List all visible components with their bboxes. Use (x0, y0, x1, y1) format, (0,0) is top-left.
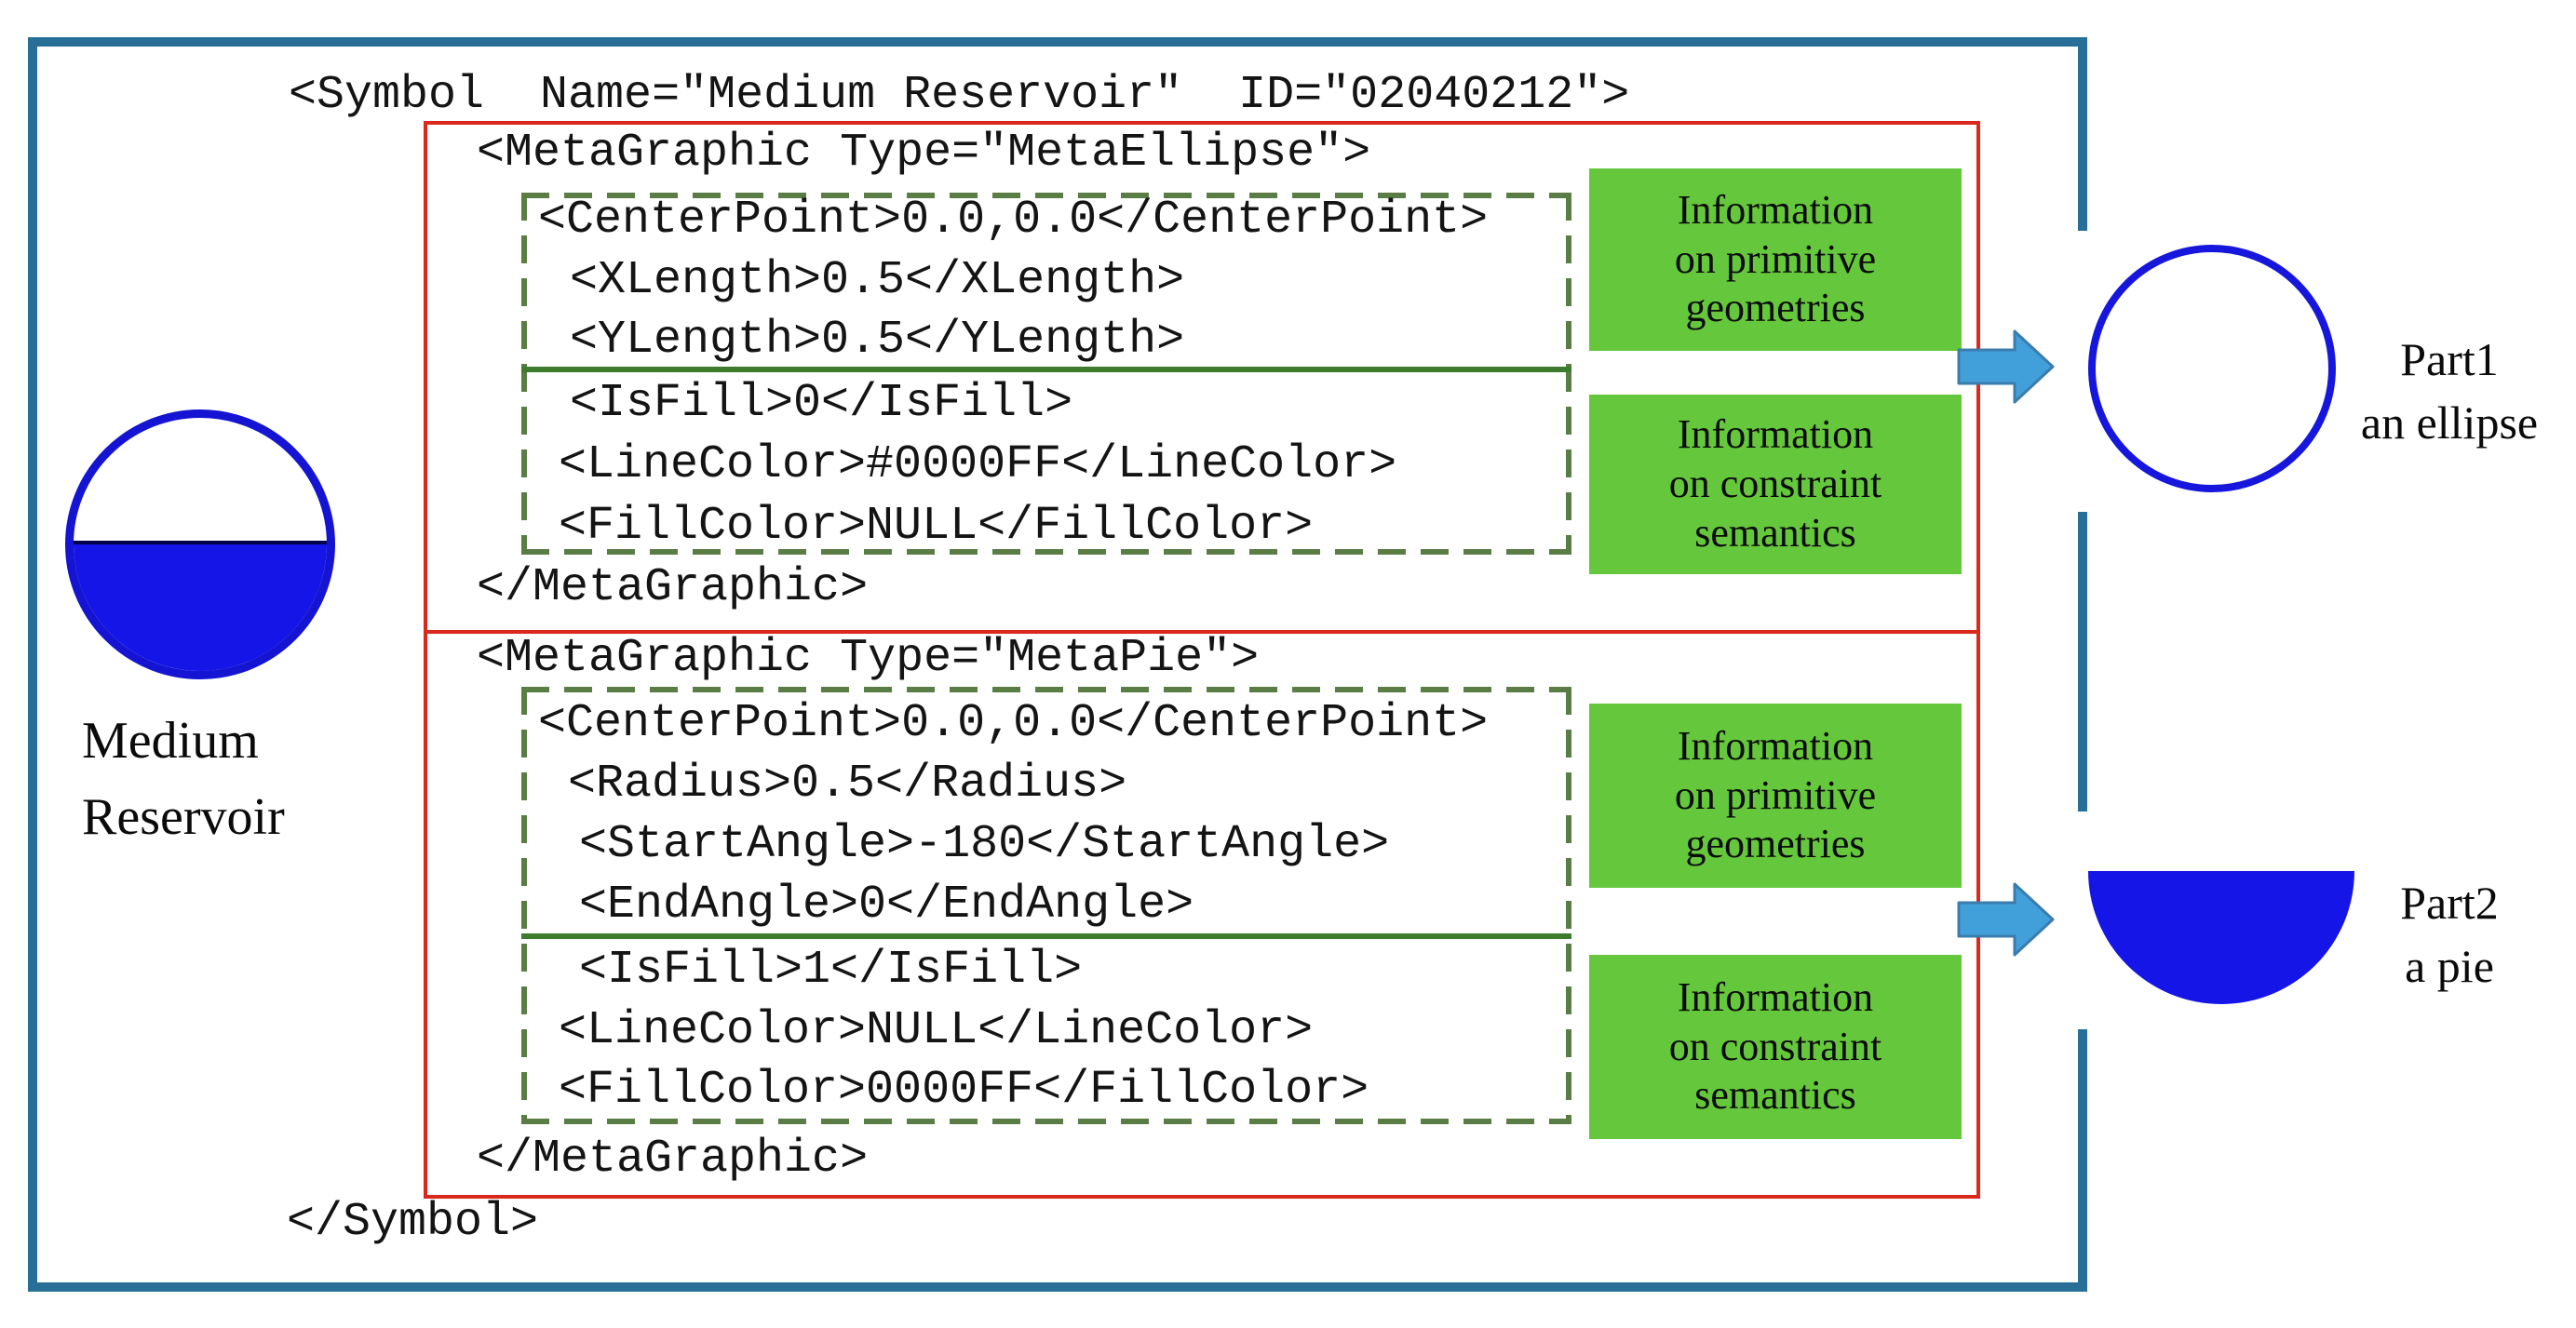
code-ellipse-fillcolor: <FillColor>NULL</FillColor> (559, 500, 1314, 553)
dashed-box-pie-bottom (521, 1119, 1571, 1124)
info-box-line: semantics (1694, 509, 1856, 556)
code-metaellipse-close: </MetaGraphic> (477, 561, 869, 614)
reservoir-label-line2: Reservoir (82, 788, 285, 846)
info-box-line: Information (1677, 973, 1874, 1020)
info-box-pie-semantics: Information on constraint semantics (1589, 955, 1962, 1139)
reservoir-fill (74, 541, 327, 671)
pie-geometry-semantics-divider (521, 933, 1571, 939)
dashed-box-ellipse-right (1566, 193, 1571, 555)
code-ellipse-xlength: <XLength>0.5</XLength> (570, 254, 1185, 307)
dashed-box-ellipse-left (521, 193, 527, 555)
part1-title: Part1 (2400, 333, 2499, 385)
part1-label: Part1 an ellipse (2326, 328, 2573, 454)
arrow-right-icon (1957, 882, 2055, 957)
code-pie-linecolor: <LineColor>NULL</LineColor> (559, 1004, 1314, 1057)
info-box-line: on constraint (1668, 461, 1882, 507)
code-ellipse-centerpoint: <CenterPoint>0.0,0.0</CenterPoint> (538, 194, 1489, 247)
info-box-ellipse-semantics: Information on constraint semantics (1589, 395, 1962, 574)
outer-frame (28, 37, 2087, 1292)
arrow-right-icon (1957, 329, 2055, 404)
info-box-line: Information (1677, 722, 1874, 769)
dashed-box-ellipse-bottom (521, 549, 1571, 555)
code-pie-radius: <Radius>0.5</Radius> (568, 758, 1127, 811)
reservoir-symbol (65, 409, 335, 679)
dashed-box-pie-right (1566, 687, 1571, 1124)
info-box-line: geometries (1685, 821, 1866, 867)
code-metapie-close: </MetaGraphic> (477, 1133, 869, 1186)
ellipse-geometry-semantics-divider (521, 367, 1571, 372)
info-box-pie-geometry: Information on primitive geometries (1589, 704, 1962, 888)
info-box-ellipse-geometry: Information on primitive geometries (1589, 168, 1962, 351)
info-box-line: geometries (1685, 285, 1866, 331)
ellipse-shape (2088, 245, 2336, 492)
code-symbol-close: </Symbol> (287, 1196, 539, 1249)
dashed-box-pie-top (521, 687, 1571, 692)
code-pie-centerpoint: <CenterPoint>0.0,0.0</CenterPoint> (538, 697, 1489, 750)
code-symbol-open: <Symbol Name="Medium Reservoir" ID="0204… (289, 69, 1630, 122)
code-pie-fillcolor: <FillColor>0000FF</FillColor> (559, 1064, 1369, 1117)
pie-shape (2088, 871, 2354, 1004)
part2-title: Part2 (2400, 877, 2499, 929)
code-metaellipse-open: <MetaGraphic Type="MetaEllipse"> (477, 127, 1371, 180)
part1-subtitle: an ellipse (2360, 396, 2539, 449)
reservoir-label: Medium Reservoir (82, 703, 285, 855)
dashed-box-pie-left (521, 687, 527, 1124)
part2-label: Part2 a pie (2326, 871, 2573, 998)
info-box-line: semantics (1694, 1072, 1856, 1119)
info-box-line: on primitive (1674, 235, 1877, 282)
info-box-line: on primitive (1674, 771, 1877, 818)
code-metapie-open: <MetaGraphic Type="MetaPie"> (477, 632, 1260, 685)
info-box-line: Information (1677, 411, 1874, 458)
part2-subtitle: a pie (2405, 940, 2494, 992)
code-ellipse-linecolor: <LineColor>#0000FF</LineColor> (559, 438, 1397, 491)
code-pie-endangle: <EndAngle>0</EndAngle> (579, 879, 1194, 932)
code-ellipse-ylength: <YLength>0.5</YLength> (570, 314, 1185, 367)
dashed-box-ellipse-top (521, 193, 1571, 198)
code-ellipse-isfill: <IsFill>0</IsFill> (570, 377, 1073, 430)
code-pie-isfill: <IsFill>1</IsFill> (579, 944, 1083, 997)
reservoir-label-line1: Medium (82, 712, 259, 770)
info-box-line: Information (1677, 186, 1874, 233)
code-pie-startangle: <StartAngle>-180</StartAngle> (579, 818, 1390, 871)
info-box-line: on constraint (1668, 1023, 1882, 1069)
